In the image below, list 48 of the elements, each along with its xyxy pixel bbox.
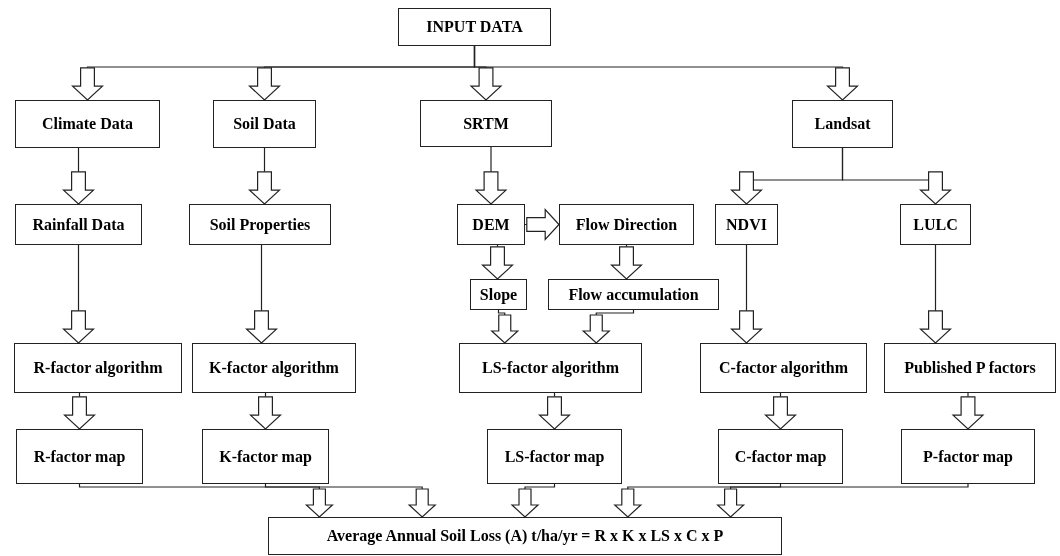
process-box xyxy=(459,343,642,393)
box-label: Average Annual Soil Loss (A) t/ha/yr = R x K x LS x C x P xyxy=(326,527,724,545)
process-box xyxy=(900,204,971,245)
process-box xyxy=(718,429,843,484)
process-box xyxy=(15,100,160,148)
process-box xyxy=(548,279,719,310)
process-box xyxy=(202,429,329,484)
process-box xyxy=(792,100,893,148)
box-label: R-factor map xyxy=(33,447,126,466)
box-label: K-factor algorithm xyxy=(209,359,339,377)
process-box xyxy=(457,204,525,245)
box-label: Soil Properties xyxy=(209,215,311,234)
box-label: INPUT DATA xyxy=(426,18,523,36)
box-label: Flow Direction xyxy=(575,215,678,234)
box-label: C-factor map xyxy=(734,447,827,466)
process-box xyxy=(700,343,867,393)
process-box xyxy=(213,100,316,148)
process-box xyxy=(268,517,782,555)
process-box xyxy=(420,100,552,147)
process-box xyxy=(189,204,331,245)
box-label: P-factor map xyxy=(923,447,1013,466)
box-label: DEM xyxy=(472,215,510,234)
process-box xyxy=(398,8,551,46)
process-box xyxy=(901,429,1035,484)
process-box xyxy=(470,279,527,310)
box-label: LS-factor algorithm xyxy=(482,359,619,377)
process-box xyxy=(884,343,1056,393)
box-label: Published P factors xyxy=(904,359,1036,377)
box-label: K-factor map xyxy=(219,447,312,466)
box-label: Climate Data xyxy=(41,115,134,133)
box-label: Slope xyxy=(479,285,518,304)
process-box xyxy=(15,204,142,245)
box-label: LS-factor map xyxy=(504,447,605,466)
box-label: Flow accumulation xyxy=(568,285,699,304)
process-box xyxy=(487,429,622,484)
process-box xyxy=(559,204,694,245)
process-box xyxy=(192,343,356,393)
process-box xyxy=(16,429,143,484)
process-box xyxy=(715,204,778,245)
box-label: NDVI xyxy=(726,215,767,234)
box-label: Soil Data xyxy=(233,115,296,133)
box-label: Landsat xyxy=(814,115,871,133)
box-label: LULC xyxy=(913,215,958,234)
box-label: SRTM xyxy=(463,114,509,133)
box-label: C-factor algorithm xyxy=(719,359,848,377)
box-label: Rainfall Data xyxy=(32,215,125,234)
process-box xyxy=(14,343,182,393)
box-label: R-factor algorithm xyxy=(33,359,163,377)
